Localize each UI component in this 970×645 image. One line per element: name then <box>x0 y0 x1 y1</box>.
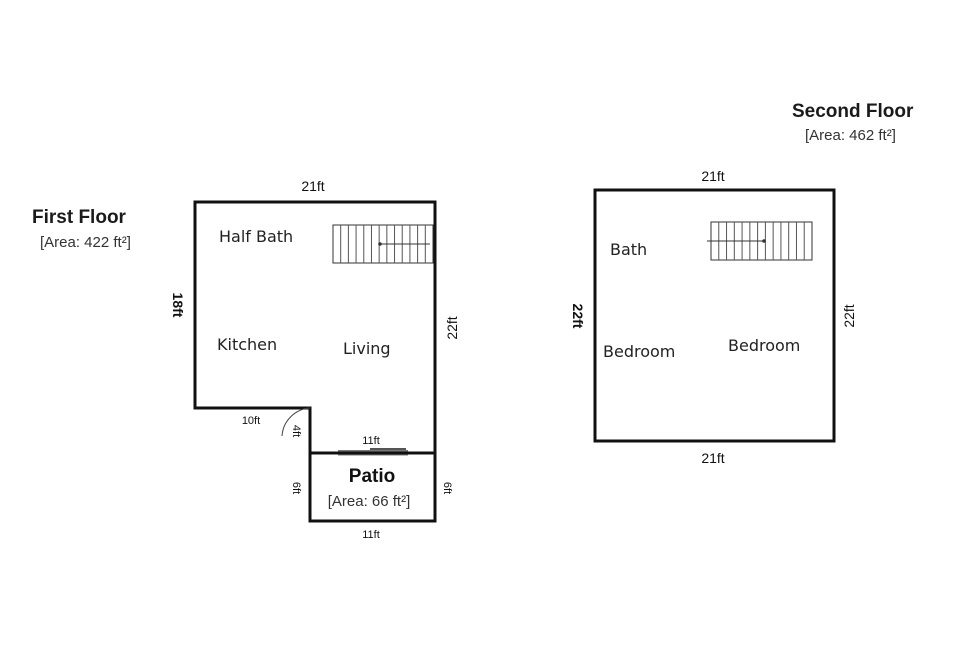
patio-plan: Patio [Area: 66 ft²] 6ft 6ft 11ft <box>290 451 453 541</box>
second-floor-walls <box>593 188 836 443</box>
room-bath: Bath <box>610 240 647 259</box>
dim-first-right: 22ft <box>444 316 460 339</box>
room-bedroom-left: Bedroom <box>603 342 675 361</box>
second-floor-plan: Second Floor [Area: 462 ft²] Bath Bedroo… <box>570 101 914 466</box>
room-kitchen: Kitchen <box>217 335 277 354</box>
second-floor-area: [Area: 462 ft²] <box>805 127 896 144</box>
dim-second-top: 21ft <box>701 168 724 184</box>
patio-sliding-door <box>338 448 408 456</box>
first-floor-plan: First Floor [Area: 422 ft²] Half Bath Ki… <box>32 178 460 456</box>
second-floor-title: Second Floor <box>792 101 914 122</box>
dim-first-left: 18ft <box>170 293 186 318</box>
patio-title: Patio <box>349 466 395 487</box>
dim-first-door: 11ft <box>362 435 380 447</box>
dim-first-notch-bottom: 10ft <box>242 415 260 427</box>
room-half-bath: Half Bath <box>219 227 293 246</box>
room-living: Living <box>343 339 391 358</box>
first-floor-staircase <box>332 224 434 264</box>
first-floor-title: First Floor <box>32 207 127 228</box>
first-floor-area: [Area: 422 ft²] <box>40 234 131 251</box>
room-bedroom-right: Bedroom <box>728 336 800 355</box>
door-swing-arc <box>281 407 311 437</box>
dim-second-right: 22ft <box>841 304 857 327</box>
dim-first-notch-side: 4ft <box>290 425 302 437</box>
patio-walls <box>308 451 437 523</box>
dim-patio-bottom: 11ft <box>362 529 380 541</box>
dim-second-left: 22ft <box>570 304 586 329</box>
dim-second-bottom: 21ft <box>701 450 724 466</box>
dim-first-top: 21ft <box>301 178 324 194</box>
dim-patio-right: 6ft <box>441 482 453 494</box>
dim-patio-left: 6ft <box>290 482 302 494</box>
patio-area: [Area: 66 ft²] <box>328 493 411 510</box>
second-floor-staircase <box>707 221 813 261</box>
